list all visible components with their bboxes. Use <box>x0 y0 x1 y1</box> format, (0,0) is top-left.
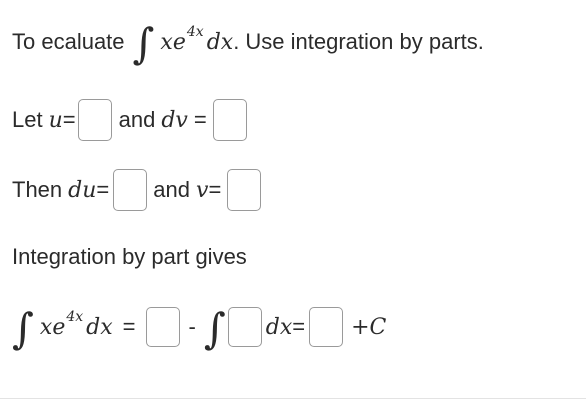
dv-input-box[interactable] <box>212 99 247 141</box>
u-equals: = <box>62 107 76 132</box>
plus-c-constant: +C <box>351 314 387 340</box>
du-equals: = <box>96 177 110 202</box>
final-answer-input-box[interactable] <box>309 307 344 347</box>
dv-variable: dv <box>161 107 188 133</box>
integrand-e: e <box>172 29 186 55</box>
v-variable: v <box>196 177 209 203</box>
bottom-divider <box>0 398 586 399</box>
problem-statement: To ecaluate ∫ x e 4x dx . Use integratio… <box>12 14 484 70</box>
vdu-input-box[interactable] <box>227 307 262 347</box>
and-label-1: and <box>118 107 156 132</box>
let-row: Let u = and dv = <box>12 98 247 142</box>
formula-dx-2: dx <box>265 314 293 340</box>
problem-prefix: To ecaluate <box>12 29 125 54</box>
formula-integral-sign-2: ∫ <box>203 304 226 353</box>
formula-integrand-e: e <box>52 314 66 340</box>
formula-dx: dx <box>86 314 113 340</box>
integrand-dx: dx <box>206 29 234 55</box>
integral-sign: ∫ <box>132 19 155 68</box>
problem-suffix: . Use integration by parts. <box>233 29 484 54</box>
integrand-x: x <box>160 29 173 55</box>
and-label-2: and <box>153 177 190 202</box>
result-heading: Integration by part gives <box>12 244 247 269</box>
formula-equals-2: = <box>292 314 306 339</box>
du-variable: du <box>68 177 97 203</box>
parts-formula-row: ∫ x e 4x dx = - ∫ dx = +C <box>12 300 386 354</box>
then-row: Then du = and v = <box>12 168 262 212</box>
result-heading-row: Integration by part gives <box>12 240 247 274</box>
formula-equals: = <box>122 314 136 339</box>
formula-minus: - <box>188 314 196 339</box>
v-equals: = <box>208 177 222 202</box>
u-variable: u <box>48 107 63 133</box>
u-input-box[interactable] <box>77 99 112 141</box>
uv-input-box[interactable] <box>145 307 180 347</box>
du-input-box[interactable] <box>113 169 148 211</box>
let-label: Let <box>12 107 43 132</box>
v-input-box[interactable] <box>227 169 262 211</box>
integrand-exponent: 4x <box>186 24 204 40</box>
then-label: Then <box>12 177 63 202</box>
dv-equals: = <box>193 107 207 132</box>
formula-integral-sign: ∫ <box>12 304 34 353</box>
formula-integrand-x: x <box>39 314 53 340</box>
formula-exponent: 4x <box>66 309 84 325</box>
